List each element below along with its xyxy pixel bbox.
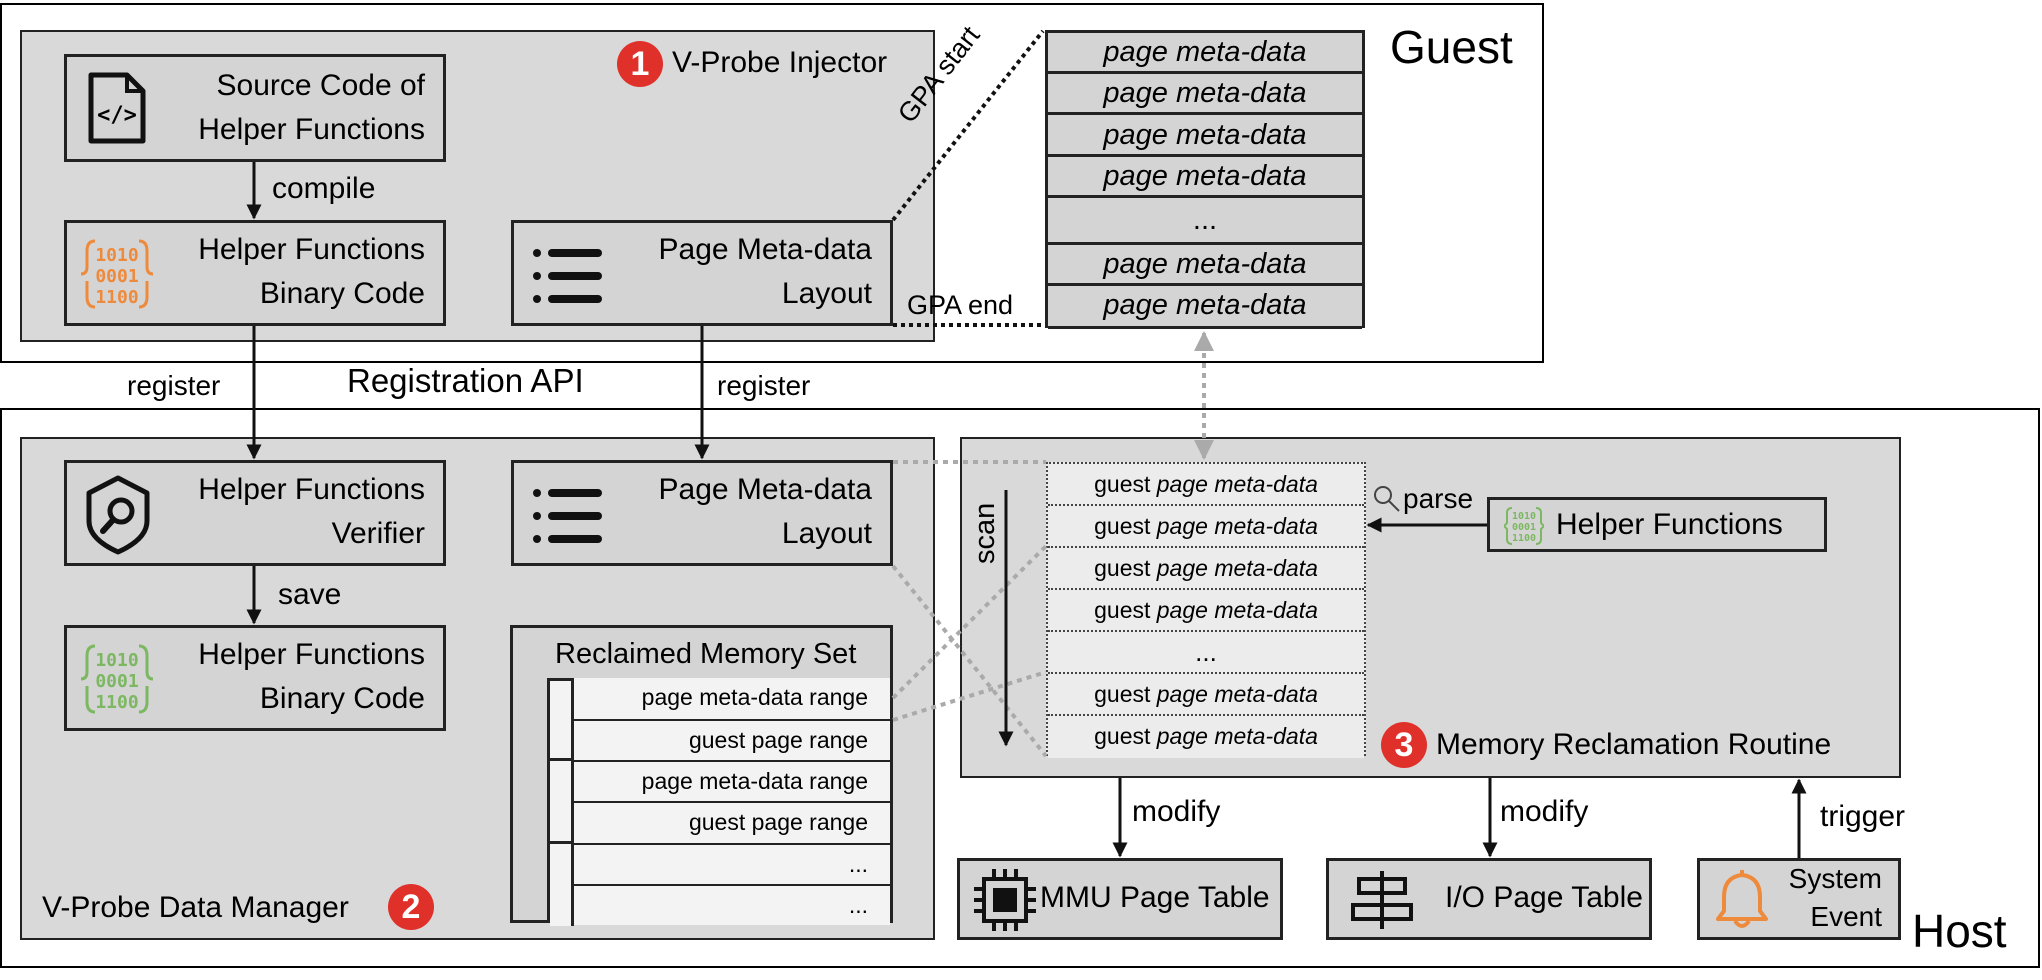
guest-meta-row: ...: [1048, 632, 1364, 674]
guest-meta-row: guest page meta-data: [1048, 674, 1364, 716]
compile-label: compile: [272, 172, 376, 205]
io-page-table-box: I/O Page Table: [1326, 858, 1652, 940]
saved-binary-box: 1010 0001 1100 Helper Functions Binary C…: [64, 625, 446, 731]
meta-row: page meta-data: [1048, 245, 1362, 286]
svg-text:0001: 0001: [95, 266, 138, 287]
meta-row: ...: [1048, 199, 1362, 245]
svg-text:1010: 1010: [95, 650, 138, 671]
svg-text:1010: 1010: [1512, 511, 1536, 522]
guest-meta-row: guest page meta-data: [1048, 548, 1364, 590]
svg-text:1100: 1100: [95, 692, 138, 713]
register-left-label: register: [127, 370, 221, 401]
injector-badge: 1: [617, 41, 663, 87]
range-row: guest page range: [574, 719, 890, 760]
host-label: Host: [1912, 905, 2007, 957]
host-layout-box: Page Meta-data Layout: [511, 460, 893, 566]
list-icon: [532, 487, 604, 545]
guest-meta-row: guest page meta-data: [1048, 716, 1364, 758]
trigger-label: trigger: [1820, 800, 1906, 833]
meta-row: page meta-data: [1048, 116, 1362, 157]
svg-text:1100: 1100: [95, 287, 138, 308]
source-code-line2: Helper Functions: [198, 113, 425, 146]
range-group-marker: [550, 844, 574, 926]
verifier-line1: Helper Functions: [198, 473, 425, 506]
range-row: page meta-data range: [574, 678, 890, 719]
binary-code-icon: 1010 0001 1100: [81, 237, 153, 311]
io-device-icon: [1349, 869, 1415, 931]
verifier-box: Helper Functions Verifier: [64, 460, 446, 566]
data-manager-badge: 2: [388, 884, 434, 930]
guest-layout-line1: Page Meta-data: [658, 233, 872, 266]
injector-title: V-Probe Injector: [672, 46, 888, 79]
guest-meta-scan-list: guest page meta-data guest page meta-dat…: [1046, 462, 1366, 758]
bell-icon: [1712, 869, 1772, 931]
svg-text:</>: </>: [97, 103, 137, 128]
data-manager-title: V-Probe Data Manager: [42, 891, 349, 924]
guest-meta-row: guest page meta-data: [1048, 506, 1364, 548]
binary-code-icon: 1010 0001 1100: [81, 642, 153, 716]
host-region: [0, 408, 2040, 968]
code-file-icon: </>: [87, 71, 147, 145]
magnifier-icon: [1372, 484, 1402, 514]
register-right-label: register: [717, 370, 811, 401]
host-layout-line1: Page Meta-data: [658, 473, 872, 506]
range-group-marker: [550, 681, 574, 761]
guest-meta-row: guest page meta-data: [1048, 590, 1364, 632]
scan-label: scan: [969, 502, 1001, 564]
system-event-line2: Event: [1810, 901, 1882, 932]
parse-label: parse: [1403, 483, 1474, 514]
verifier-line2: Verifier: [331, 517, 425, 550]
guest-label: Guest: [1390, 21, 1513, 73]
svg-text:0001: 0001: [95, 671, 138, 692]
guest-binary-line2: Binary Code: [259, 277, 425, 310]
binary-code-icon: 1010 0001 1100: [1504, 506, 1544, 546]
system-event-line1: System: [1788, 863, 1882, 894]
guest-layout-line2: Layout: [781, 277, 872, 310]
saved-binary-line2: Binary Code: [259, 682, 425, 715]
gpa-end-label: GPA end: [907, 290, 1014, 320]
meta-row: page meta-data: [1048, 286, 1362, 329]
range-row: guest page range: [574, 801, 890, 842]
routine-title: Memory Reclamation Routine: [1436, 728, 1832, 761]
save-label: save: [278, 578, 342, 611]
guest-layout-box: Page Meta-data Layout: [511, 220, 893, 326]
routine-badge: 3: [1381, 722, 1427, 768]
modify-right-label: modify: [1500, 795, 1589, 828]
meta-row: page meta-data: [1048, 74, 1362, 115]
meta-row: page meta-data: [1048, 33, 1362, 74]
reclaimed-table: page meta-data range guest page range pa…: [547, 678, 890, 926]
saved-binary-line1: Helper Functions: [198, 638, 425, 671]
routine-helper-label: Helper Functions: [1556, 508, 1783, 541]
range-row: ...: [574, 884, 890, 925]
guest-binary-line1: Helper Functions: [198, 233, 425, 266]
source-code-box: </> Source Code of Helper Functions: [64, 54, 446, 162]
host-layout-line2: Layout: [781, 517, 872, 550]
mmu-page-table-box: MMU Page Table: [957, 858, 1283, 940]
modify-left-label: modify: [1132, 795, 1221, 828]
range-row: ...: [574, 843, 890, 884]
system-event-box: System Event: [1697, 858, 1901, 940]
guest-binary-box: 1010 0001 1100 Helper Functions Binary C…: [64, 220, 446, 326]
io-page-table-label: I/O Page Table: [1445, 881, 1643, 914]
guest-meta-row: guest page meta-data: [1048, 464, 1364, 506]
svg-text:1010: 1010: [95, 245, 138, 266]
range-group-marker: [550, 761, 574, 844]
meta-row: page meta-data: [1048, 157, 1362, 198]
svg-text:0001: 0001: [1512, 522, 1536, 533]
shield-search-icon: [85, 475, 151, 555]
mmu-page-table-label: MMU Page Table: [1040, 881, 1270, 914]
registration-title: Registration API: [347, 362, 584, 399]
guest-meta-column: page meta-data page meta-data page meta-…: [1045, 30, 1365, 329]
svg-text:1100: 1100: [1512, 533, 1536, 544]
reclaimed-title: Reclaimed Memory Set: [555, 638, 857, 670]
range-row: page meta-data range: [574, 760, 890, 801]
routine-helper-box: 1010 0001 1100 Helper Functions: [1487, 497, 1827, 552]
guest-region: [0, 3, 1544, 363]
reclaimed-memory-set: Reclaimed Memory Set page meta-data rang…: [510, 625, 893, 926]
source-code-line1: Source Code of: [216, 69, 425, 102]
list-icon: [532, 247, 604, 305]
cpu-chip-icon: [972, 867, 1038, 933]
